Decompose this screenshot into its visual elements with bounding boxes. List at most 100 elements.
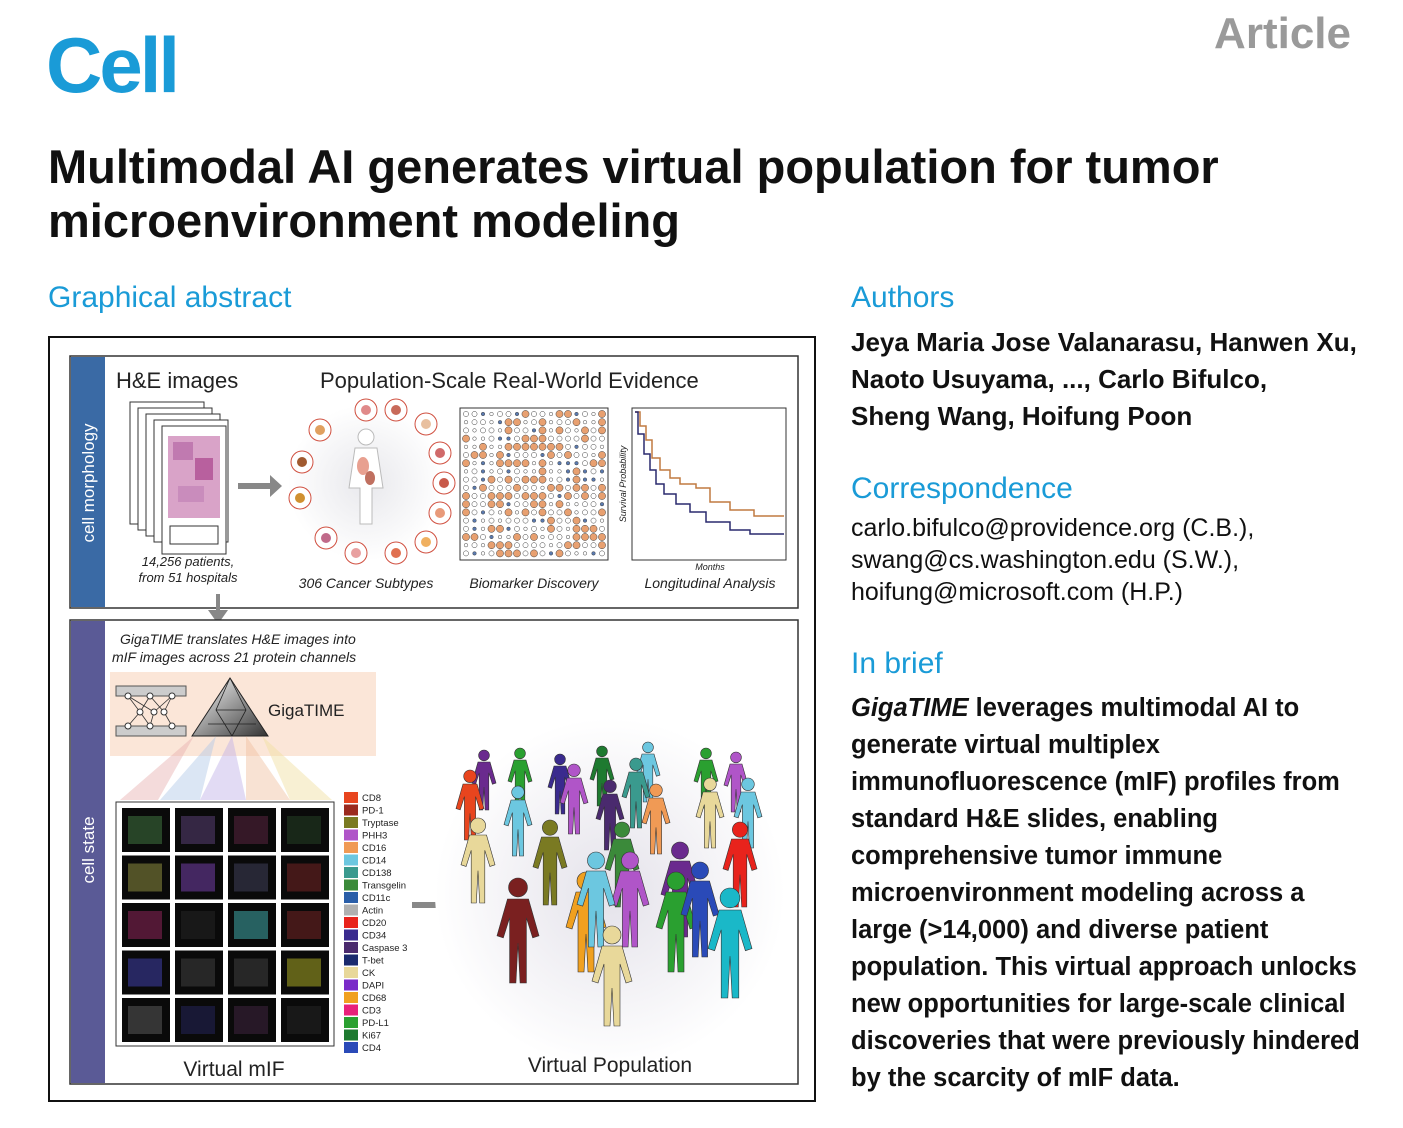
biomarker-dot [497, 484, 503, 491]
mif-tile-signal [287, 911, 321, 939]
biomarker-dot [480, 477, 486, 482]
channel-swatch [344, 829, 358, 841]
virtual-population-label: Virtual Population [528, 1054, 692, 1077]
biomarker-dot [574, 502, 579, 507]
biomarker-dot [480, 526, 486, 531]
mif-tile-signal [287, 1006, 321, 1034]
biomarker-dot [564, 410, 572, 418]
channel-label: DAPI [362, 981, 384, 992]
graphical-abstract-figure: cell morphology H&E images Population-Sc… [48, 336, 816, 1102]
biomarker-dot [565, 419, 571, 426]
channel-swatch [344, 879, 358, 891]
biomarker-dot [521, 475, 530, 484]
biomarker-dot [480, 534, 486, 540]
biomarker-dot [521, 410, 530, 418]
biomarker-dot [556, 542, 563, 549]
mif-tile-signal [128, 911, 162, 939]
biomarker-dot [555, 442, 564, 451]
biomarker-dot [548, 469, 554, 474]
biomarker-dot [538, 475, 547, 484]
biomarker-dot [582, 460, 588, 467]
biomarker-dot [471, 493, 478, 499]
mif-tile-signal [128, 816, 162, 844]
channel-label: CD11c [362, 893, 391, 904]
biomarker-dot [538, 467, 547, 476]
biomarker-dot [590, 501, 597, 508]
biomarker-dot [565, 502, 571, 507]
biomarker-dot [506, 526, 511, 531]
biomarker-dot [497, 420, 503, 425]
biomarker-dot [522, 427, 529, 434]
biomarker-dot [531, 419, 537, 426]
biomarker-dot [497, 444, 503, 449]
biomarker-dot [521, 508, 530, 517]
side-bar [71, 357, 105, 607]
biomarker-dot [463, 411, 469, 417]
projection-beams [120, 736, 332, 800]
biomarker-dot [489, 411, 494, 417]
channel-swatch [344, 942, 358, 953]
biomarker-dot [557, 469, 562, 474]
biomarker-dot [582, 542, 588, 549]
biomarker-dot [463, 476, 469, 483]
biomarker-dot [598, 492, 606, 500]
mif-tile-signal [234, 958, 268, 987]
biomarker-dot [540, 485, 545, 490]
biomarker-dot [472, 518, 477, 523]
biomarker-dot [504, 492, 513, 500]
he-slide-stack [129, 401, 229, 555]
biomarker-dot [548, 428, 554, 433]
biomarker-dot [506, 534, 511, 540]
biomarker-dot [540, 526, 545, 531]
biomarker-dot [539, 411, 546, 417]
biomarker-dot [538, 418, 547, 427]
channel-swatch [344, 792, 358, 803]
channel-swatch [344, 904, 358, 916]
biomarker-dot [462, 508, 470, 517]
biomarker-dot [565, 461, 571, 466]
biomarker-dot [505, 484, 512, 491]
biomarker-dot [531, 469, 537, 474]
channel-swatch [344, 1004, 358, 1016]
virtual-mif-label: Virtual mIF [183, 1058, 284, 1081]
biomarker-dot [590, 468, 597, 475]
biomarker-dot [599, 550, 605, 557]
biomarker-dot [599, 469, 605, 474]
biomarker-dot [496, 451, 504, 459]
channel-label: Tryptase [362, 818, 399, 829]
email-link[interactable]: swang@cs.washington.edu (S.W.), [851, 546, 1240, 574]
biomarker-dot [538, 508, 547, 517]
person-figure [610, 851, 650, 948]
biomarker-dot [489, 452, 494, 458]
biomarker-dot [514, 501, 520, 508]
gigatime-desc-line2: mIF images across 21 protein channels [112, 649, 356, 665]
biomarker-dot [572, 418, 581, 427]
biomarker-dot [556, 419, 563, 426]
biomarker-dot [565, 534, 571, 540]
email-link[interactable]: carlo.bifulco@providence.org (C.B.), [851, 514, 1255, 542]
biomarker-dot [513, 533, 521, 541]
biomarker-dot [463, 420, 469, 425]
biomarker-dot [590, 443, 597, 450]
biomarker-dot [480, 551, 486, 556]
email-link[interactable]: hoifung@microsoft.com (H.P.) [851, 578, 1183, 606]
biomarker-dot [530, 492, 538, 500]
biomarker-dot-grid [462, 410, 606, 558]
biomarker-dot [556, 435, 563, 442]
biomarker-dot [497, 476, 503, 483]
biomarker-dot [548, 493, 554, 499]
channel-label: PD-L1 [362, 1018, 389, 1029]
biomarker-dot [555, 410, 564, 418]
biomarker-dot [599, 518, 605, 523]
biomarker-dot [565, 484, 571, 491]
biomarker-dot [598, 533, 606, 541]
biomarker-dot [589, 533, 598, 541]
biomarker-dot [582, 443, 588, 450]
biomarker-dot [513, 418, 521, 427]
biomarker-dot [582, 452, 588, 458]
biomarker-dot [540, 452, 545, 458]
biomarker-dot [572, 483, 581, 492]
survival-y-label: Survival Probability [618, 445, 628, 522]
channel-swatch [344, 817, 358, 828]
biomarker-dot [590, 509, 597, 516]
